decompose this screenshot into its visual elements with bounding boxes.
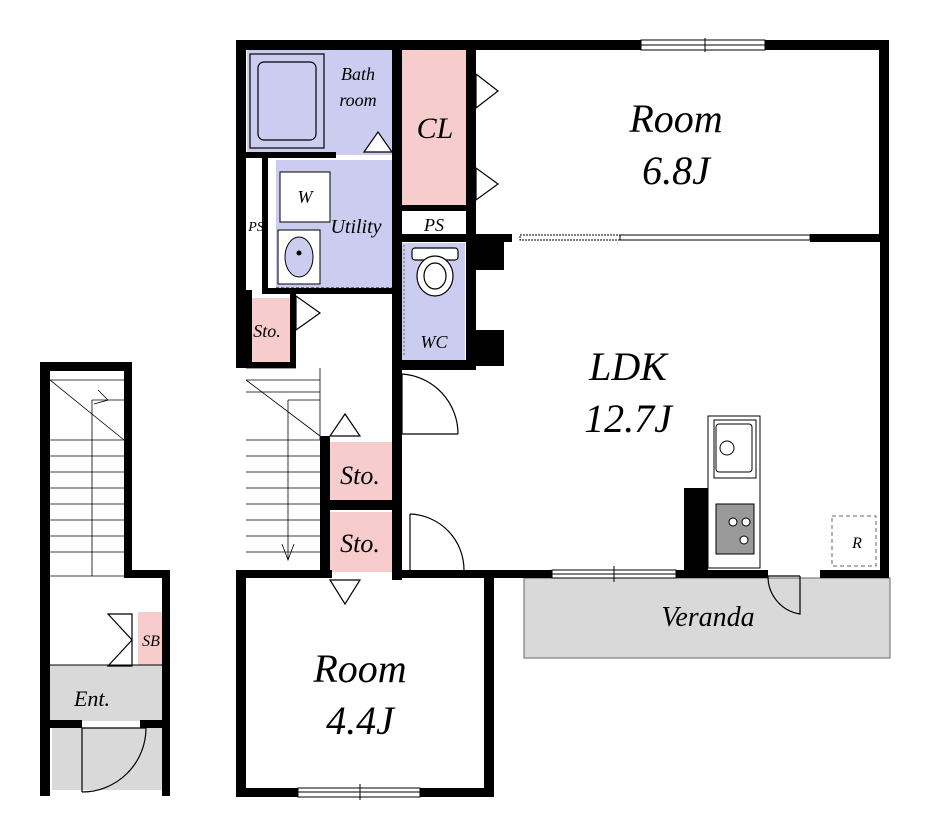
door-swing-icon <box>81 373 801 793</box>
storage-small-area <box>246 298 290 364</box>
entrance-label: Ent. <box>73 686 110 711</box>
utility-label: Utility <box>330 216 381 238</box>
fridge-box <box>831 515 877 567</box>
entrance-step-area <box>52 728 164 790</box>
walls <box>40 40 889 797</box>
bathtub <box>249 53 325 149</box>
stairs-icon <box>49 367 321 577</box>
room-a-size: 6.8J <box>642 148 712 193</box>
bathroom-label: Bath <box>341 64 375 84</box>
fridge-label: R <box>851 535 862 552</box>
storage-upper-label: Sto. <box>340 461 380 490</box>
ldk-label: LDK <box>588 344 669 389</box>
shoe-box-label: SB <box>142 633 160 650</box>
closet-area <box>402 48 466 205</box>
toilet-icon <box>411 247 459 297</box>
washer-label: W <box>298 187 315 207</box>
shoe-box-area <box>138 612 164 668</box>
sink-icon <box>715 423 753 473</box>
sliding-door <box>519 234 811 241</box>
storage-lower-label: Sto. <box>340 529 380 558</box>
bathroom-label-2: room <box>339 90 376 110</box>
ps-left-label: PS <box>247 220 264 235</box>
window-icon <box>297 38 766 800</box>
ps-mid-label: PS <box>423 215 444 235</box>
washer-box <box>279 171 331 223</box>
entrance-area <box>50 665 166 721</box>
veranda-area <box>523 577 891 659</box>
wc-label: WC <box>421 332 449 352</box>
ldk-size: 12.7J <box>584 396 674 441</box>
room-b-label: Room <box>312 646 406 691</box>
storage-small-label: Sto. <box>253 321 281 341</box>
door-swing-icon <box>106 72 500 667</box>
stove-icon <box>715 503 755 555</box>
room-a-label: Room <box>628 96 722 141</box>
closet-label: CL <box>417 112 454 145</box>
room-b-size: 4.4J <box>326 698 396 743</box>
veranda-label: Veranda <box>661 602 754 633</box>
wash-basin-icon <box>277 229 321 285</box>
storage-upper-area <box>328 442 392 502</box>
storage-lower-area <box>328 512 392 572</box>
